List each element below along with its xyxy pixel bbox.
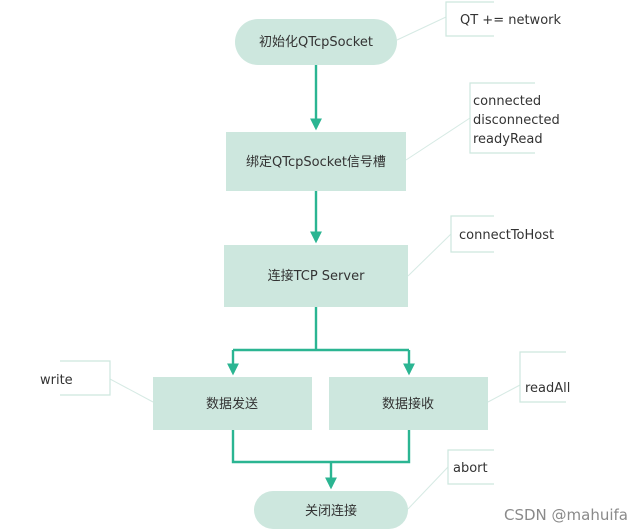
node-init-label: 初始化QTcpSocket bbox=[259, 35, 373, 50]
arrow-connect-split bbox=[233, 307, 409, 352]
node-send-label: 数据发送 bbox=[206, 396, 258, 412]
node-close: 关闭连接 bbox=[254, 491, 408, 529]
node-bind-label: 绑定QTcpSocket信号槽 bbox=[246, 155, 386, 170]
note-close: abort bbox=[453, 461, 488, 476]
note-receive: readAll bbox=[525, 381, 570, 396]
node-receive-shape bbox=[329, 377, 488, 430]
note-receive-line: readAll bbox=[525, 381, 570, 396]
node-close-shape bbox=[254, 491, 408, 529]
node-connect-label: 连接TCP Server bbox=[268, 268, 366, 284]
note-init: QT += network bbox=[460, 13, 561, 28]
node-send-shape bbox=[153, 377, 312, 430]
flow-connectors bbox=[227, 65, 415, 490]
node-send: 数据发送 bbox=[153, 377, 312, 430]
note-bind: connected disconnected readyRead bbox=[473, 94, 560, 147]
node-connect: 连接TCP Server bbox=[224, 245, 408, 307]
node-close-label: 关闭连接 bbox=[305, 503, 357, 519]
note-brackets bbox=[60, 1, 566, 485]
note-bind-line: readyRead bbox=[473, 132, 543, 147]
note-init-line: QT += network bbox=[460, 13, 561, 28]
note-bind-line: connected bbox=[473, 94, 541, 109]
note-connectors bbox=[109, 16, 521, 510]
node-init-shape bbox=[235, 19, 397, 65]
node-bind-shape bbox=[226, 132, 406, 191]
note-connect-line: connectToHost bbox=[459, 228, 554, 243]
node-init: 初始化QTcpSocket bbox=[235, 19, 397, 65]
node-connect-shape bbox=[224, 245, 408, 307]
watermark: CSDN @mahuifa bbox=[504, 506, 628, 524]
node-receive: 数据接收 bbox=[329, 377, 488, 430]
arrow-merge bbox=[231, 430, 411, 464]
note-send: write bbox=[40, 373, 73, 388]
note-bind-line: disconnected bbox=[473, 113, 560, 128]
node-receive-label: 数据接收 bbox=[382, 396, 434, 412]
note-connect: connectToHost bbox=[459, 228, 554, 243]
node-bind: 绑定QTcpSocket信号槽 bbox=[226, 132, 406, 191]
note-close-line: abort bbox=[453, 461, 488, 476]
note-send-line: write bbox=[40, 373, 73, 388]
